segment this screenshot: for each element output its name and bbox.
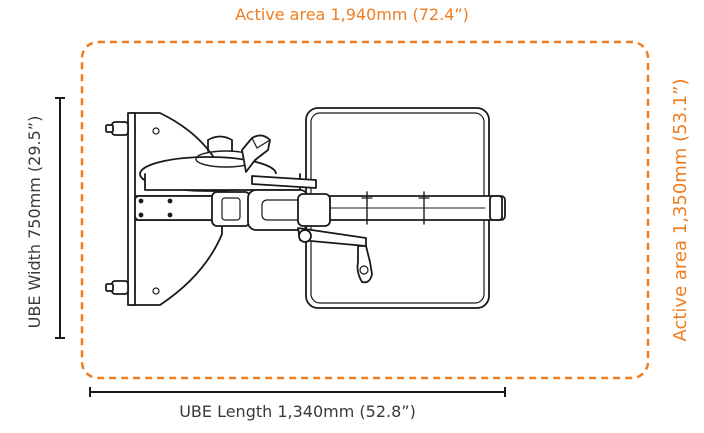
active-area-boundary [80,40,650,380]
ube-machine-drawing [105,107,506,309]
lower-crank-arm [297,227,373,284]
active-area-width-label: Active area 1,350mm (53.1”) [670,78,691,342]
ube-length-label: UBE Length 1,340mm (52.8”) [179,402,416,421]
caster-wheels [105,121,129,295]
active-area-length-label: Active area 1,940mm (72.4”) [235,5,469,24]
drive-hub [211,189,331,231]
upper-crank-handle [241,134,271,173]
ube-length-dimension-line [89,387,506,397]
frame-bolts [138,198,173,218]
upper-crank-arm [251,175,317,189]
ube-width-dimension-line [55,97,65,339]
ube-width-label: UBE Width 750mm (29.5”) [25,115,44,329]
